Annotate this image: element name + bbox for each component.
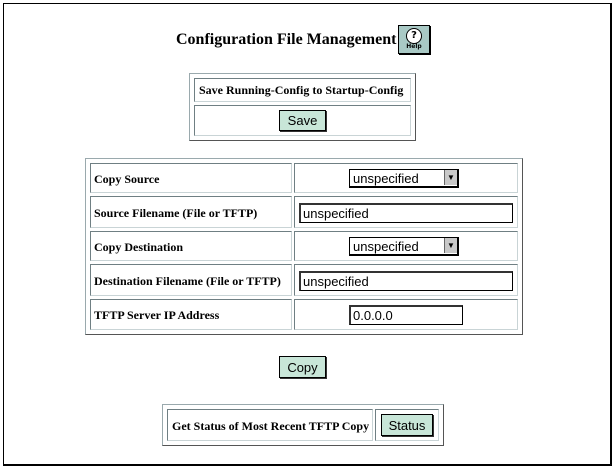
save-section: Save Running-Config to Startup-Config Sa… — [189, 73, 416, 141]
copy-button[interactable]: Copy — [279, 356, 326, 378]
save-heading: Save Running-Config to Startup-Config — [199, 83, 404, 97]
page-frame — [3, 3, 612, 466]
copy-destination-label: Copy Destination — [94, 240, 184, 254]
source-filename-value-cell — [294, 196, 518, 228]
copy-source-select[interactable]: unspecified ▼ — [349, 169, 459, 188]
chevron-down-icon[interactable]: ▼ — [444, 170, 457, 185]
page-title: Configuration File Management — [176, 31, 397, 48]
tftp-ip-input[interactable] — [349, 305, 463, 325]
destination-filename-label: Destination Filename (File or TFTP) — [94, 274, 281, 288]
tftp-ip-label: TFTP Server IP Address — [94, 308, 220, 322]
chevron-down-icon[interactable]: ▼ — [444, 238, 457, 253]
copy-source-label: Copy Source — [94, 172, 160, 186]
copy-destination-value-cell: unspecified ▼ — [294, 231, 518, 261]
status-button-cell: Status — [375, 409, 439, 441]
save-button-cell: Save — [194, 105, 411, 136]
copy-destination-select[interactable]: unspecified ▼ — [349, 237, 459, 256]
status-button[interactable]: Status — [381, 414, 433, 436]
destination-filename-value-cell — [294, 264, 518, 296]
copy-destination-label-cell: Copy Destination — [90, 231, 292, 261]
save-heading-cell: Save Running-Config to Startup-Config — [194, 78, 411, 102]
copy-source-label-cell: Copy Source — [90, 163, 292, 193]
status-label-cell: Get Status of Most Recent TFTP Copy — [167, 409, 373, 441]
source-filename-label-cell: Source Filename (File or TFTP) — [90, 196, 292, 228]
tftp-ip-label-cell: TFTP Server IP Address — [90, 299, 292, 330]
save-button[interactable]: Save — [279, 110, 326, 131]
copy-source-value-cell: unspecified ▼ — [294, 163, 518, 193]
copy-destination-selected: unspecified — [353, 239, 419, 254]
source-filename-input[interactable] — [299, 203, 513, 223]
copy-form: Copy Source unspecified ▼ Source Filenam… — [85, 158, 523, 335]
source-filename-label: Source Filename (File or TFTP) — [94, 206, 258, 220]
status-label: Get Status of Most Recent TFTP Copy — [172, 419, 370, 433]
destination-filename-label-cell: Destination Filename (File or TFTP) — [90, 264, 292, 296]
status-section: Get Status of Most Recent TFTP Copy Stat… — [162, 404, 444, 446]
destination-filename-input[interactable] — [299, 271, 513, 291]
help-label: Help — [406, 43, 422, 50]
copy-source-selected: unspecified — [353, 171, 419, 186]
help-question-icon: ? — [406, 28, 422, 44]
tftp-ip-value-cell — [294, 299, 518, 330]
help-button[interactable]: ? Help — [398, 25, 430, 54]
